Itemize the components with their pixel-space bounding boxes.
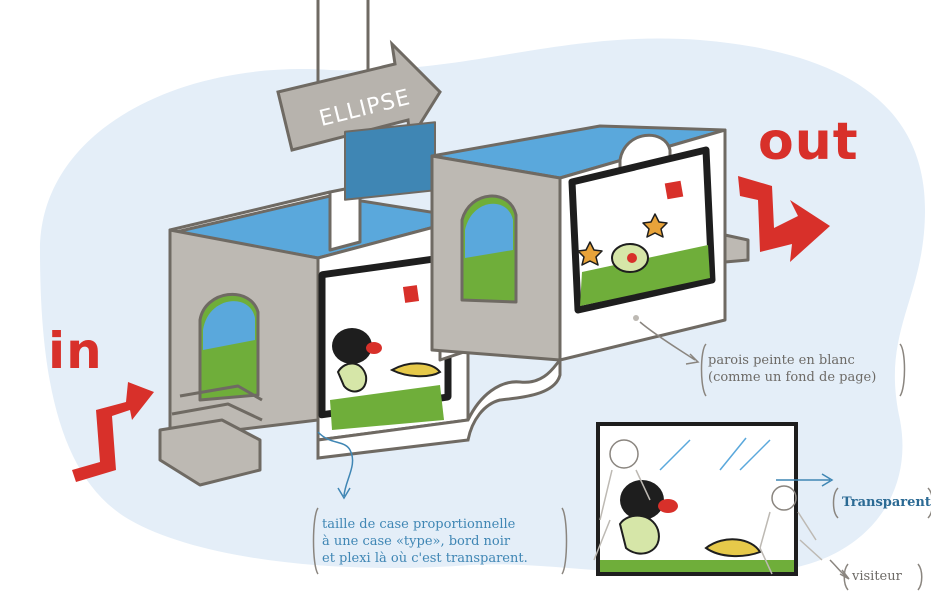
- visitor-callout: visiteur: [852, 568, 902, 585]
- right-room: [432, 126, 748, 360]
- case-callout-line-2: à une case «type», bord noir: [322, 533, 528, 550]
- walls-callout-line-2: (comme un fond de page): [708, 369, 876, 386]
- walls-callout: parois peinte en blanc (comme un fond de…: [708, 352, 876, 386]
- inset-example: [594, 424, 822, 574]
- walls-callout-line-1: parois peinte en blanc: [708, 352, 876, 369]
- visitor-callout-line: [830, 560, 849, 579]
- entrance-label: in: [48, 322, 103, 380]
- exit-label: out: [758, 112, 859, 172]
- case-callout: taille de case proportionnelle à une cas…: [322, 516, 528, 567]
- case-callout-line-1: taille de case proportionnelle: [322, 516, 528, 533]
- case-callout-line-3: et plexi là où c'est transparent.: [322, 550, 528, 567]
- transparent-callout: Transparent: [842, 494, 931, 511]
